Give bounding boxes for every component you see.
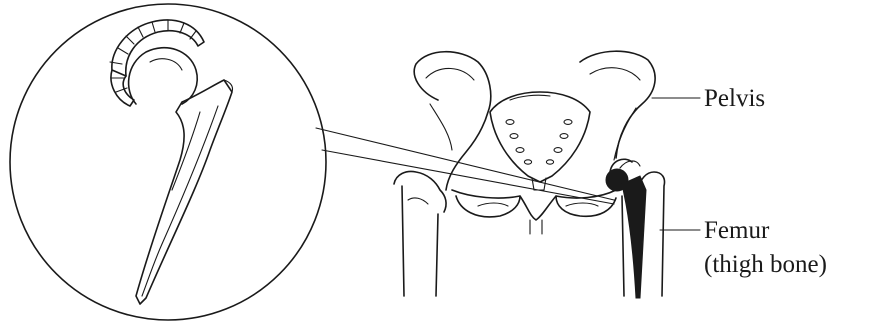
implant-stem [136,80,233,304]
left-femur-bone [394,172,446,297]
pelvis-label: Pelvis [704,84,765,113]
right-femur-with-implant [606,159,665,298]
femur-note-label: (thigh bone) [704,250,827,279]
pelvis-bone [414,51,655,234]
magnification-callout-lines [316,128,614,204]
magnified-implant-inset [10,4,326,320]
implant-acetabular-cup [110,20,204,106]
sacral-foramina [506,120,572,165]
magnifier-circle [10,4,326,320]
implant-stem-in-situ [622,176,646,298]
femur-label: Femur [704,216,769,245]
implant-femoral-head [129,48,198,104]
